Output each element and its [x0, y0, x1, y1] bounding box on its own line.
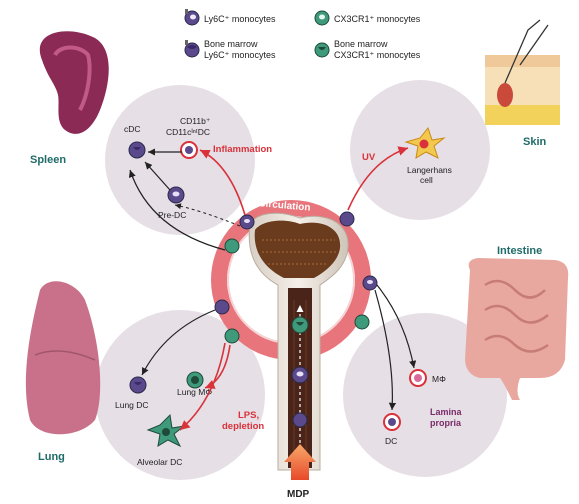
cd11b-label-2: CD11cᴵⁿᵗDC: [166, 127, 210, 137]
ring-cell-ly6c-top-right: [340, 212, 354, 226]
int-mphi-label: MΦ: [432, 374, 446, 384]
legend-ly6c-icon: [185, 9, 199, 25]
legend-bm-ly6c-label-2: Ly6C⁺ monocytes: [204, 50, 276, 60]
intestine-label: Intestine: [497, 245, 542, 257]
lung-label: Lung: [38, 451, 65, 463]
ring-cell-ly6c-left: [215, 300, 229, 314]
lung-illustration: [26, 281, 100, 434]
legend: Ly6C⁺ monocytes CX3CR1⁺ monocytes Bone m…: [185, 9, 421, 60]
lamina-propria-label-2: propria: [430, 418, 462, 428]
skin-illustration: [485, 20, 560, 125]
cd11b-label-1: CD11b⁺: [180, 116, 211, 126]
lps-label-1: LPS,: [238, 410, 259, 421]
legend-bm-ly6c-icon: [185, 40, 199, 57]
inflammation-label: Inflammation: [213, 144, 272, 155]
lamina-propria-label-1: Lamina: [430, 407, 463, 417]
cd11b-dc-cell: [181, 142, 197, 158]
ring-cell-cx3cr1-top-left: [225, 239, 239, 253]
spleen-label: Spleen: [30, 154, 66, 166]
marrow-cell-ly6c-1: [292, 367, 308, 383]
lps-label-2: depletion: [222, 421, 264, 432]
cdc-cell: [129, 142, 145, 158]
uv-label: UV: [362, 152, 376, 163]
legend-bm-cx3cr1-icon: [315, 43, 329, 57]
alveolar-dc-label: Alveolar DC: [137, 457, 182, 467]
int-dc-label: DC: [385, 436, 397, 446]
lung-dc-cell: [130, 377, 146, 393]
langerhans-label-2: cell: [420, 175, 433, 185]
legend-bm-cx3cr1-label-2: CX3CR1⁺ monocytes: [334, 50, 421, 60]
mdp-label: MDP: [287, 489, 310, 500]
lung-dc-label: Lung DC: [115, 400, 149, 410]
int-mphi-cell: [410, 370, 426, 386]
ring-cell-ly6c-top-left: [240, 215, 254, 229]
legend-cx3cr1-icon: [315, 11, 329, 25]
ring-cell-cx3cr1-left: [225, 329, 239, 343]
cdc-label: cDC: [124, 124, 141, 134]
skin-label: Skin: [523, 136, 547, 148]
legend-ly6c-label: Ly6C⁺ monocytes: [204, 14, 276, 24]
int-dc-cell: [384, 414, 400, 430]
marrow-cell-ly6c-2: [293, 413, 307, 427]
langerhans-label-1: Langerhans: [407, 165, 452, 175]
ring-cell-cx3cr1-right: [355, 315, 369, 329]
legend-cx3cr1-label: CX3CR1⁺ monocytes: [334, 14, 421, 24]
legend-bm-ly6c-label-1: Bone marrow: [204, 39, 258, 49]
lung-mphi-cell: [187, 372, 203, 388]
predc-cell: [168, 187, 184, 203]
legend-bm-cx3cr1-label-1: Bone marrow: [334, 39, 388, 49]
ring-cell-ly6c-right: [363, 276, 377, 290]
marrow-cell-cx3cr1: [292, 317, 308, 333]
spleen-illustration: [40, 31, 109, 134]
